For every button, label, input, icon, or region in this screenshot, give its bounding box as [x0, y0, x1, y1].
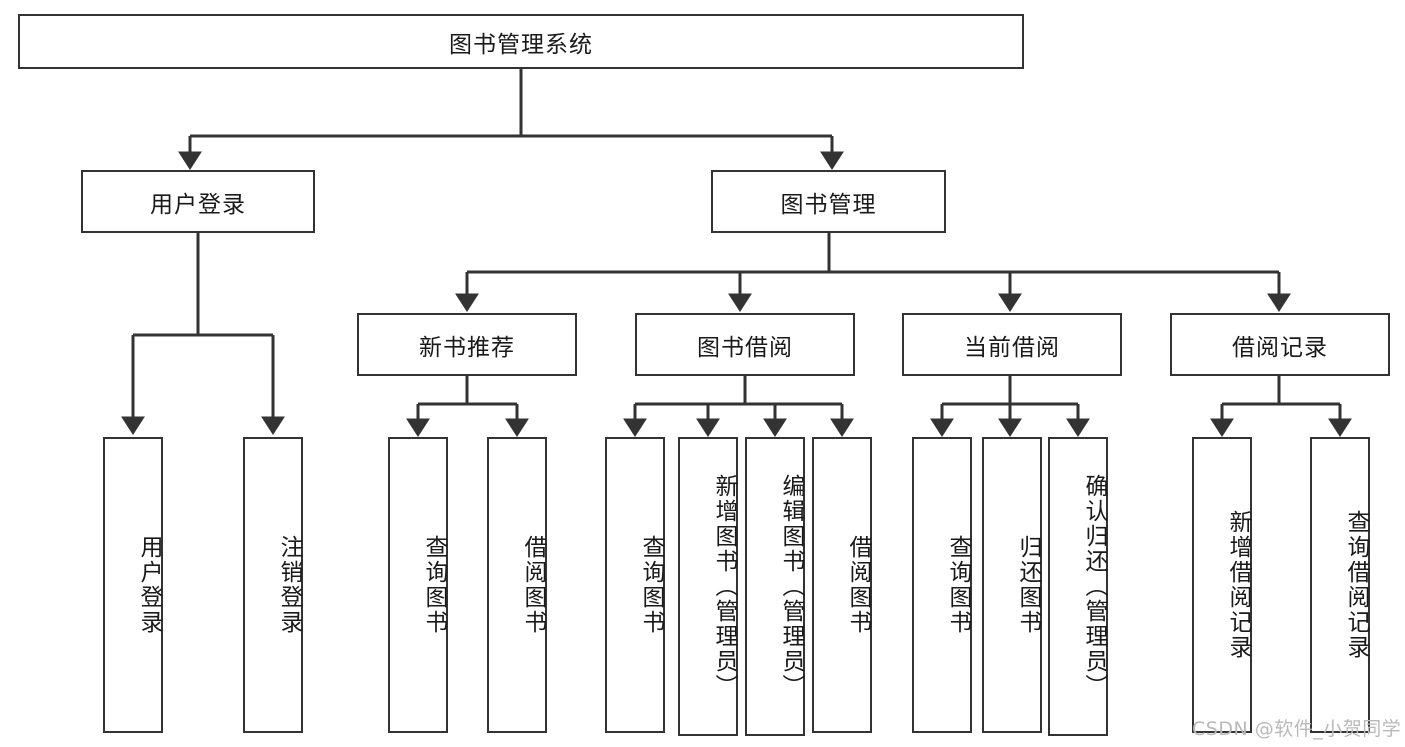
node-current-borrow[interactable]: 当前借阅	[902, 313, 1122, 376]
node-root-label: 图书管理系统	[449, 31, 593, 58]
leaf-query-book-3-label: 查询图书	[945, 535, 971, 635]
node-book-manage-label: 图书管理	[780, 191, 877, 218]
leaf-query-book-1-label: 查询图书	[421, 535, 447, 635]
node-new-book-recommend[interactable]: 新书推荐	[357, 313, 577, 376]
leaf-user-login[interactable]: 用户登录	[103, 437, 163, 733]
leaf-edit-book[interactable]: 编辑图书（管理员）	[745, 437, 805, 736]
leaf-add-book-label: 新增图书（管理员）	[711, 474, 737, 699]
leaf-confirm-return-label: 确认归还（管理员）	[1081, 474, 1107, 699]
leaf-query-book-3[interactable]: 查询图书	[912, 437, 972, 733]
node-root[interactable]: 图书管理系统	[18, 14, 1024, 69]
node-borrow-record[interactable]: 借阅记录	[1170, 313, 1390, 376]
node-borrow-record-label: 借阅记录	[1232, 334, 1328, 361]
csdn-watermark: CSDN @软件_小贺同学	[1192, 718, 1402, 740]
node-new-book-recommend-label: 新书推荐	[419, 334, 515, 361]
node-book-manage[interactable]: 图书管理	[711, 170, 946, 233]
leaf-query-book-2-label: 查询图书	[638, 535, 664, 635]
leaf-query-book-2[interactable]: 查询图书	[605, 437, 665, 733]
leaf-add-book[interactable]: 新增图书（管理员）	[678, 437, 738, 736]
leaf-add-record[interactable]: 新增借阅记录	[1192, 437, 1252, 733]
leaf-return-book-label: 归还图书	[1015, 535, 1041, 635]
node-book-borrow[interactable]: 图书借阅	[635, 313, 855, 376]
leaf-edit-book-label: 编辑图书（管理员）	[778, 474, 804, 699]
leaf-logout-login-label: 注销登录	[276, 535, 302, 635]
leaf-borrow-book-1[interactable]: 借阅图书	[487, 437, 547, 733]
leaf-add-record-label: 新增借阅记录	[1225, 510, 1251, 660]
node-user-login-label: 用户登录	[150, 191, 246, 218]
leaf-borrow-book-2[interactable]: 借阅图书	[812, 437, 872, 733]
leaf-query-book-1[interactable]: 查询图书	[388, 437, 448, 733]
leaf-user-login-label: 用户登录	[136, 535, 162, 635]
leaf-borrow-book-2-label: 借阅图书	[845, 535, 871, 635]
leaf-logout-login[interactable]: 注销登录	[243, 437, 303, 733]
leaf-query-record[interactable]: 查询借阅记录	[1310, 437, 1370, 733]
leaf-return-book[interactable]: 归还图书	[982, 437, 1042, 733]
node-book-borrow-label: 图书借阅	[697, 334, 793, 361]
leaf-confirm-return[interactable]: 确认归还（管理员）	[1048, 437, 1108, 736]
leaf-query-record-label: 查询借阅记录	[1343, 510, 1369, 660]
node-current-borrow-label: 当前借阅	[964, 334, 1060, 361]
node-user-login[interactable]: 用户登录	[81, 170, 315, 233]
leaf-borrow-book-1-label: 借阅图书	[520, 535, 546, 635]
